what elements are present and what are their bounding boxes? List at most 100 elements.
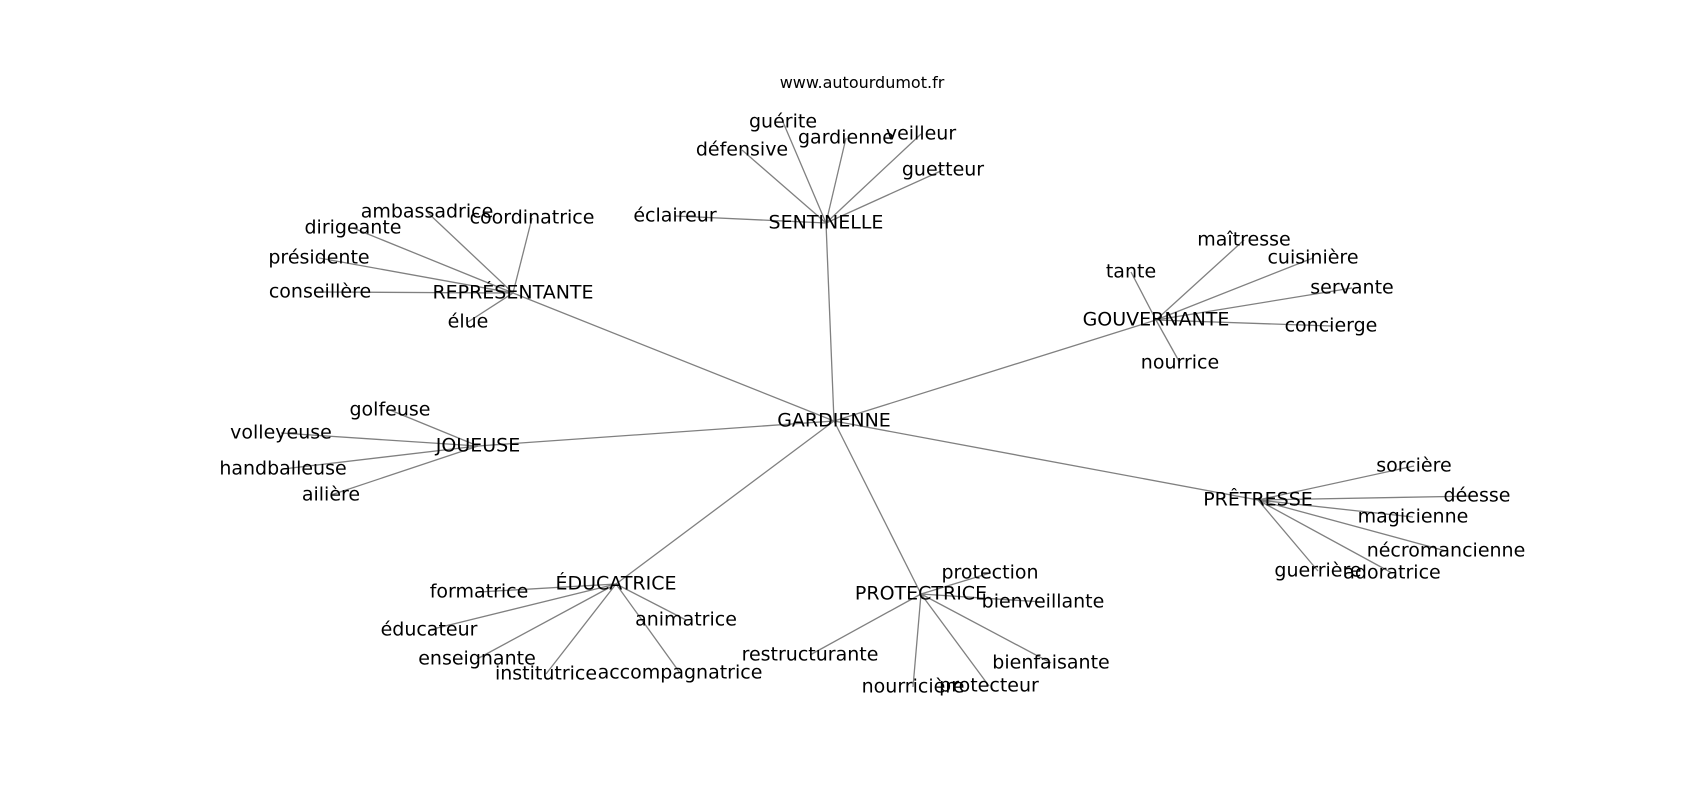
- hub-node-label: GOUVERNANTE: [1083, 309, 1230, 331]
- leaf-node-label: dirigeante: [304, 217, 401, 239]
- edge-pretresse-deesse: [1257, 495, 1478, 501]
- edge-center-sentinelle: [825, 222, 835, 422]
- edge-educatrice-animatrice: [615, 583, 687, 621]
- edge-educatrice-institutrice: [545, 583, 617, 675]
- leaf-node-label: servante: [1310, 277, 1393, 299]
- edge-protectrice-protection: [920, 572, 991, 595]
- edge-joueuse-handballeuse: [282, 445, 479, 470]
- hub-node-label: ÉDUCATRICE: [555, 572, 676, 595]
- edge-sentinelle-eclaireur: [674, 215, 827, 224]
- leaf-node-label: présidente: [268, 247, 369, 269]
- leaf-node-label: golfeuse: [350, 399, 431, 421]
- edge-protectrice-nourriciere: [912, 593, 922, 688]
- hub-node-label: REPRÉSENTANTE: [432, 281, 593, 304]
- leaf-node-label: bienfaisante: [992, 652, 1109, 674]
- edge-representante-elue: [467, 292, 514, 323]
- leaf-node-label: volleyeuse: [230, 422, 332, 444]
- edge-gouvernante-nourrice: [1155, 319, 1181, 364]
- leaf-node-label: protection: [941, 562, 1038, 584]
- edge-sentinelle-defensive: [741, 149, 827, 224]
- leaf-node-label: formatrice: [430, 581, 529, 603]
- edge-educatrice-accompagnatrice: [615, 583, 681, 674]
- edge-joueuse-golfeuse: [389, 409, 479, 447]
- edge-joueuse-volleyeuse: [280, 432, 479, 447]
- edge-pretresse-guerriere: [1257, 499, 1319, 572]
- hub-node-label: PROTECTRICE: [855, 583, 987, 605]
- edge-center-joueuse: [477, 420, 835, 447]
- edge-gouvernante-cuisiniere: [1155, 257, 1314, 321]
- leaf-node-label: concierge: [1285, 315, 1378, 337]
- leaf-node-label: enseignante: [418, 648, 536, 670]
- leaf-node-label: nécromancienne: [1367, 540, 1526, 562]
- hub-node-label: SENTINELLE: [769, 212, 884, 234]
- leaf-node-label: conseillère: [269, 281, 371, 303]
- source-url: www.autourdumot.fr: [780, 73, 945, 92]
- leaf-node-label: accompagnatrice: [598, 662, 763, 684]
- edge-representante-ambassadrice: [426, 211, 514, 294]
- edge-educatrice-formatrice: [478, 583, 617, 593]
- edge-protectrice-bienveillante: [920, 593, 1044, 603]
- edge-protectrice-bienfaisante: [920, 593, 1052, 664]
- edge-protectrice-restructurante: [809, 593, 922, 656]
- leaf-node-label: institutrice: [495, 663, 597, 685]
- edge-representante-conseillere: [319, 291, 514, 294]
- edge-center-representante: [512, 292, 835, 422]
- edge-sentinelle-veilleur: [825, 133, 922, 224]
- leaf-node-label: handballeuse: [219, 458, 346, 480]
- edge-pretresse-necromancienne: [1257, 499, 1447, 552]
- edge-center-pretresse: [833, 420, 1259, 501]
- leaf-node-label: guerrière: [1274, 560, 1361, 582]
- edges: [280, 121, 1478, 688]
- leaf-node-label: restructurante: [742, 644, 879, 666]
- leaf-node-label: nourrice: [1141, 352, 1219, 374]
- leaf-node-label: veilleur: [886, 123, 957, 145]
- center-node-label: GARDIENNE: [777, 410, 891, 432]
- leaf-node-label: magicienne: [1358, 506, 1469, 528]
- leaf-node-label: cuisinière: [1267, 247, 1358, 269]
- leaf-node-label: protecteur: [939, 675, 1039, 697]
- leaf-node-label: guetteur: [902, 159, 984, 181]
- leaf-node-label: défensive: [696, 139, 788, 161]
- edge-pretresse-magicienne: [1257, 499, 1414, 518]
- leaf-node-label: maîtresse: [1197, 229, 1290, 251]
- leaf-node-label: gardienne: [798, 127, 894, 149]
- hub-node-label: JOUEUSE: [435, 435, 520, 457]
- leaf-node-label: bienveillante: [982, 591, 1105, 613]
- leaf-node-label: ailière: [302, 484, 360, 506]
- edge-gouvernante-tante: [1130, 271, 1157, 321]
- edge-gouvernante-maitresse: [1155, 239, 1245, 321]
- leaf-node-label: adoratrice: [1343, 562, 1440, 584]
- leaf-node-label: animatrice: [635, 609, 737, 631]
- edge-representante-dirigeante: [352, 227, 514, 294]
- edge-pretresse-sorciere: [1257, 465, 1415, 501]
- leaf-node-label: guérite: [749, 111, 817, 133]
- edge-sentinelle-gardienne: [825, 137, 847, 224]
- edge-center-protectrice: [833, 420, 922, 595]
- leaf-node-label: tante: [1106, 261, 1156, 283]
- edge-educatrice-enseignante: [476, 583, 617, 660]
- edge-representante-presidente: [318, 257, 514, 294]
- edge-sentinelle-guetteur: [825, 169, 944, 224]
- edge-representante-coordinatrice: [512, 217, 533, 294]
- leaf-node-label: sorcière: [1376, 455, 1451, 477]
- leaf-node-label: coordinatrice: [470, 207, 595, 229]
- edge-sentinelle-guerite: [782, 121, 827, 224]
- node-labels: GARDIENNE SENTINELLE éclaireur défensive gué…: [219, 111, 1525, 698]
- edge-gouvernante-concierge: [1155, 319, 1332, 327]
- edge-center-educatrice: [615, 420, 835, 585]
- leaf-node-label: éducateur: [381, 619, 478, 641]
- leaf-node-label: ambassadrice: [361, 201, 494, 223]
- edge-pretresse-adoratrice: [1257, 499, 1393, 574]
- edge-protectrice-protecteur: [920, 593, 990, 687]
- edge-center-gouvernante: [833, 319, 1157, 422]
- leaf-node-label: nourricière: [862, 676, 965, 698]
- leaf-node-label: éclaireur: [633, 205, 716, 227]
- edge-joueuse-ailiere: [330, 445, 479, 496]
- edge-gouvernante-servante: [1155, 287, 1353, 321]
- edge-educatrice-educateur: [428, 583, 617, 631]
- hub-node-label: PRÊTRESSE: [1203, 488, 1313, 511]
- leaf-node-label: élue: [448, 311, 489, 333]
- leaf-node-label: déesse: [1444, 485, 1511, 507]
